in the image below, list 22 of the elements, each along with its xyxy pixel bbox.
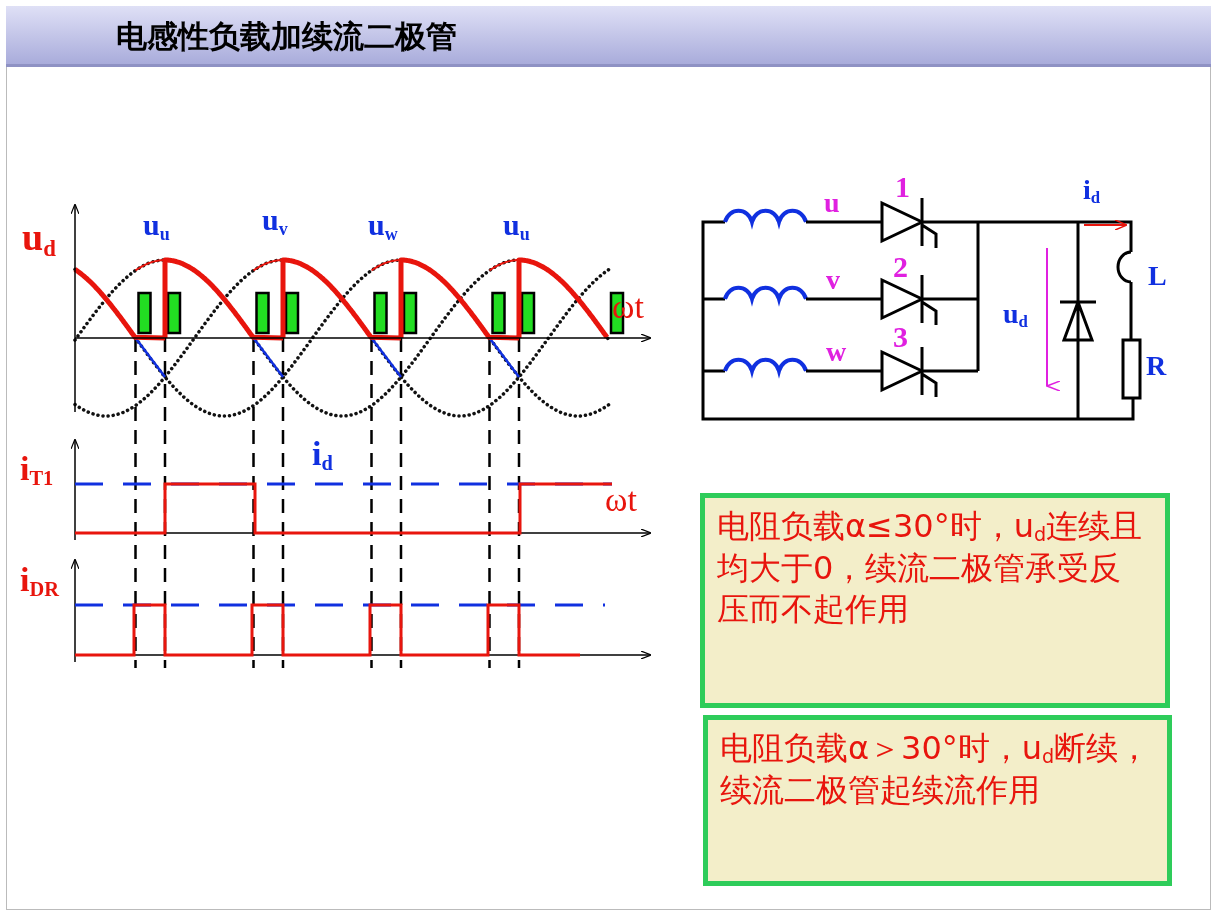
component-label: L: [1148, 262, 1167, 290]
axis-label: i$_{DR}$: [20, 563, 59, 600]
current-label: i$_{d}$: [312, 437, 333, 474]
axis-label: ωt: [605, 483, 637, 517]
phase-label: v: [826, 266, 840, 294]
phase-label: w: [826, 338, 847, 366]
thyristor-number: 3: [893, 322, 908, 352]
waveform-label: u$_{u}$: [503, 210, 530, 243]
note-box: 电阻负载α＞30°时，u$_{d}$断续，续流二极管起续流作用: [703, 715, 1172, 886]
waveform-label: u$_{v}$: [262, 205, 288, 238]
phase-label: u: [824, 189, 840, 217]
axis-label: i$_{T1}$: [20, 452, 54, 489]
note-box: 电阻负载α≤30°时，u$_{d}$连续且均大于0，续流二极管承受反压而不起作用: [700, 493, 1170, 708]
thyristor-number: 2: [893, 252, 908, 282]
axis-label: u$_{d}$: [22, 218, 56, 261]
voltage-label: u$_{d}$: [1003, 300, 1028, 331]
current-label: i$_{d}$: [1083, 176, 1101, 207]
component-label: R: [1146, 352, 1167, 380]
waveform-label: u$_{u}$: [143, 210, 170, 243]
thyristor-number: 1: [895, 172, 910, 202]
waveform-label: u$_{w}$: [368, 210, 398, 243]
slide-title: 电感性负载加续流二极管: [6, 6, 1211, 67]
